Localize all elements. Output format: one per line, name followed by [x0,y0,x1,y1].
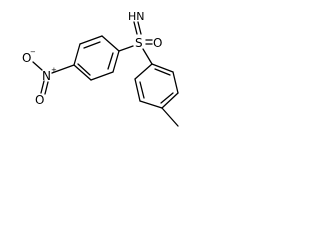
nitro-oxygen-bottom-label: O [35,93,44,107]
bond [32,61,43,71]
sulfonyl-oxygen-label: O [153,36,162,50]
bond [134,63,153,80]
tolyl-ring [134,63,179,127]
bond [40,80,45,94]
bond [118,45,134,52]
bond [139,100,163,109]
sulfoximine-center: S HN O [118,10,162,65]
double-bond-inner [137,21,142,35]
bond [90,71,114,81]
double-bond-inner [154,68,171,76]
double-bond-inner [44,81,49,95]
nitrophenyl-ring [73,35,120,81]
nitro-nitrogen-charge: + [51,66,57,74]
nitro-nitrogen-label: N [42,69,51,83]
double-bond-inner [139,81,145,99]
bond [172,71,179,94]
bond [101,35,120,52]
methyl-bond [161,107,179,127]
nitro-oxygen-charge: − [30,48,36,56]
bond [112,50,120,73]
double-bond-inner [160,92,174,104]
double-bond-inner [83,41,101,49]
imine-label: HN [128,10,145,23]
bond [73,64,92,81]
bond [133,21,138,35]
chemical-structure-diagram: N + O − O S HN O [22,10,179,127]
bond [151,63,174,73]
sulfur-label: S [135,36,143,50]
double-bond-inner [107,52,114,70]
bond [51,64,75,74]
bond [161,92,179,109]
bond [142,48,153,65]
bond [73,43,81,66]
bond [79,35,103,45]
bond [134,78,141,102]
nitro-oxygen-top-label: O [22,51,31,65]
nitro-group: N + O − O [22,48,75,107]
double-bond-inner [77,63,91,76]
